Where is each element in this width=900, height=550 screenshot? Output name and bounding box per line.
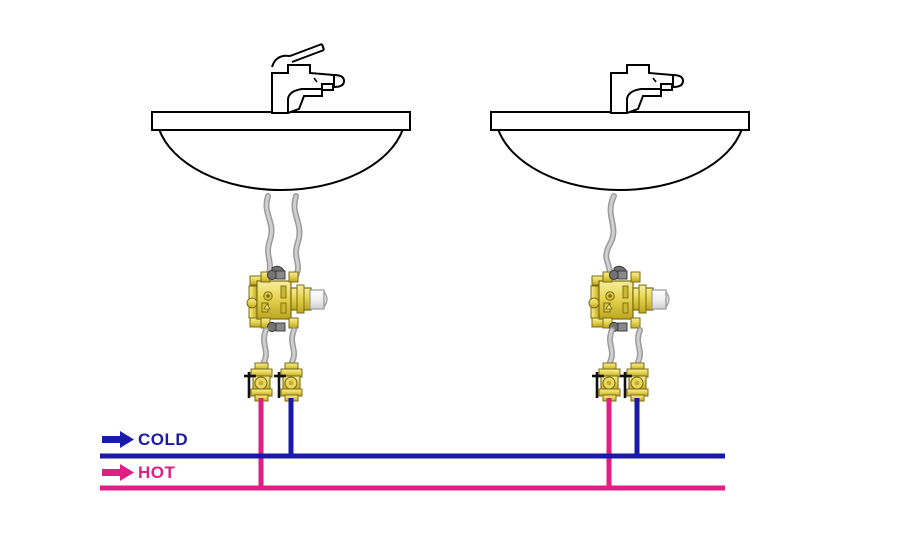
stop-valve-left-hot[interactable] — [244, 362, 273, 402]
stop-valve-right-hot[interactable] — [592, 362, 621, 402]
drop-hose-right-cold — [635, 327, 643, 365]
valve-manifold-left[interactable] — [246, 265, 328, 333]
valve-manifold-right[interactable] — [588, 265, 670, 333]
legend-label-hot: HOT — [138, 463, 176, 482]
stop-valve-left-cold[interactable] — [274, 362, 303, 402]
faucet-left — [271, 64, 345, 114]
legend — [102, 431, 134, 481]
sink-basin-left — [151, 111, 411, 192]
stop-valve-right-cold[interactable] — [620, 362, 649, 402]
drop-hose-left-cold — [289, 327, 297, 365]
legend-label-cold: COLD — [138, 430, 189, 449]
sink-left-group — [151, 43, 411, 402]
faucet-lever-handle-left[interactable] — [271, 43, 325, 68]
drop-hose-right-hot — [607, 327, 615, 365]
legend-cold-arrow-icon — [102, 431, 134, 448]
faucet-right — [610, 64, 684, 114]
sink-basin-right — [490, 111, 750, 192]
supply-hose-right — [603, 193, 617, 281]
legend-hot-arrow-icon — [102, 464, 134, 481]
supply-hose-left-cold — [291, 193, 303, 279]
sink-right-group — [490, 64, 750, 402]
drop-hose-left-hot — [261, 327, 269, 365]
supply-hose-left-hot — [263, 193, 275, 279]
